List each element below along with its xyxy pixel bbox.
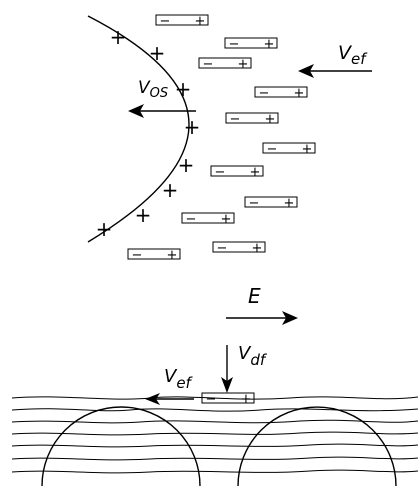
plus-charge: + (221, 212, 232, 227)
plus-charge: + (252, 241, 263, 256)
v-ef-top-label: Vef (338, 42, 368, 68)
plus-charge: + (149, 41, 166, 65)
minus-charge: − (217, 241, 228, 256)
collector-particle-right (237, 406, 397, 486)
minus-charge: − (259, 86, 270, 101)
collector-particle-left (41, 406, 201, 486)
v-os-arrow: VOS (128, 78, 196, 118)
plus-charge: + (135, 203, 152, 227)
v-ef-bottom-arrow: Vef (145, 366, 194, 405)
plus-charge: + (265, 112, 276, 127)
plus-charge: + (250, 165, 261, 180)
plus-charge: + (175, 77, 192, 101)
minus-charge: − (267, 142, 278, 157)
dipole: − + (198, 57, 252, 72)
v-df-arrow: Vdf (221, 343, 268, 393)
v-ef-bottom-label: Vef (164, 366, 194, 392)
dipole: − + (127, 248, 181, 263)
minus-charge: − (160, 14, 171, 29)
plus-charge: + (162, 178, 179, 202)
dipole: − + (244, 196, 298, 211)
plus-charge: + (110, 25, 127, 49)
minus-charge: − (203, 57, 214, 72)
particle-surface-arc (87, 15, 190, 243)
plus-charge: + (294, 86, 305, 101)
dipole-bottom: − + (201, 392, 255, 407)
dipole: − + (212, 241, 266, 256)
electric-field-arrow: E (226, 284, 298, 325)
plus-charge: + (238, 57, 249, 72)
minus-charge: − (230, 112, 241, 127)
dipole: − + (254, 86, 308, 101)
dipole: − + (262, 142, 316, 157)
v-os-label: VOS (138, 78, 168, 101)
flow-lines (11, 396, 419, 474)
dipole-set: − + − + − + − + − + − + − (127, 14, 316, 263)
dipole: − + (224, 37, 278, 52)
dipole: − + (225, 112, 279, 127)
minus-charge: − (186, 212, 197, 227)
electric-field-label: E (248, 284, 261, 308)
plus-charge: + (184, 115, 201, 139)
dipole: − + (181, 212, 235, 227)
dipole: − + (155, 14, 209, 29)
plus-charge: + (167, 248, 178, 263)
plus-charge: + (264, 37, 275, 52)
v-ef-top-arrow: Vef (298, 42, 372, 78)
minus-charge: − (249, 196, 260, 211)
surface-plus-charges: + + + + + + + + (96, 25, 201, 241)
plus-charge: + (284, 196, 295, 211)
v-df-label: Vdf (238, 343, 268, 369)
minus-charge: − (215, 165, 226, 180)
plus-charge: + (241, 392, 252, 407)
plus-charge: + (178, 153, 195, 177)
minus-charge: − (206, 392, 217, 407)
plus-charge: + (302, 142, 313, 157)
plus-charge: + (96, 217, 113, 241)
minus-charge: − (132, 248, 143, 263)
plus-charge: + (195, 14, 206, 29)
dipole: − + (210, 165, 264, 180)
minus-charge: − (229, 37, 240, 52)
